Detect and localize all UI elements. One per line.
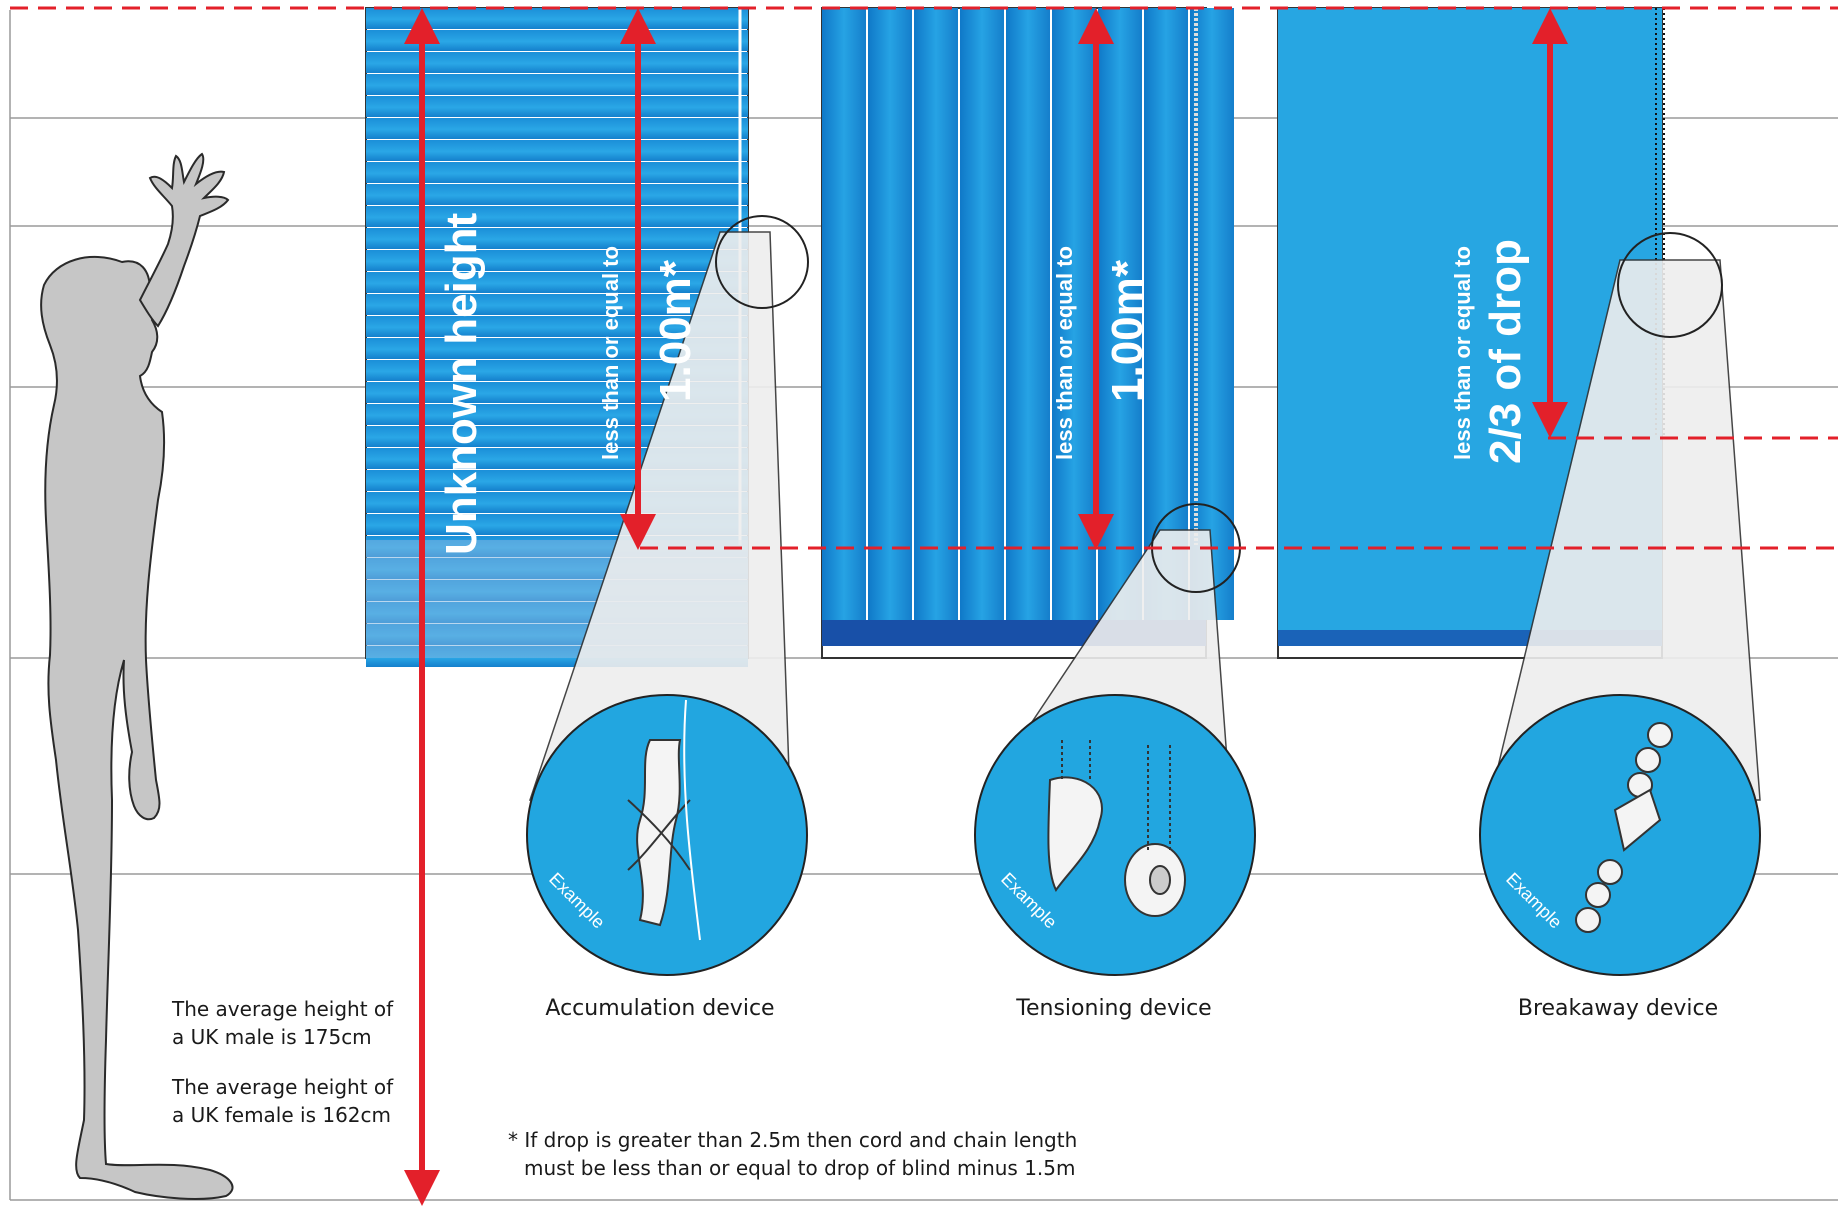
male-note-line2: a UK male is 175cm bbox=[172, 1025, 372, 1049]
roller-blind bbox=[1277, 7, 1665, 659]
vane bbox=[1006, 8, 1050, 620]
caption-accumulation: Accumulation device bbox=[545, 996, 775, 1021]
accumulation-device bbox=[627, 699, 701, 941]
blind2-big-label: 1.00m* bbox=[1103, 259, 1152, 402]
female-note-line2: a UK female is 162cm bbox=[172, 1103, 392, 1127]
blind1-big-label: 1.00m* bbox=[651, 259, 700, 402]
blind3-big-label: 2/3 of drop bbox=[1481, 239, 1530, 464]
vertical-blind bbox=[821, 7, 1234, 659]
male-note-line1: The average height of bbox=[172, 997, 394, 1021]
caption-breakaway: Breakaway device bbox=[1517, 996, 1719, 1021]
vane bbox=[1144, 8, 1188, 620]
measurement-arrows bbox=[404, 8, 1568, 1206]
blind2-small-label: less than or equal to bbox=[1052, 246, 1077, 460]
vane bbox=[914, 8, 958, 620]
height-notes: The average height of a UK male is 175cm… bbox=[172, 995, 393, 1129]
blind3-small-label: less than or equal to bbox=[1450, 246, 1475, 460]
footnote: * If drop is greater than 2.5m then cord… bbox=[508, 1126, 1077, 1182]
vane bbox=[960, 8, 1004, 620]
footnote-line2: must be less than or equal to drop of bl… bbox=[524, 1156, 1076, 1180]
unknown-height-label: Unknown height bbox=[437, 212, 486, 555]
caption-tensioning: Tensioning device bbox=[1016, 996, 1212, 1021]
person-silhouette bbox=[40, 255, 234, 1200]
blind1-small-label: less than or equal to bbox=[598, 246, 623, 460]
detail-circles bbox=[526, 694, 1761, 976]
tensioning-device bbox=[1047, 740, 1186, 917]
vane bbox=[822, 8, 866, 620]
female-note-line1: The average height of bbox=[172, 1075, 394, 1099]
slat bbox=[366, 8, 748, 29]
raised-arm bbox=[138, 152, 230, 328]
breakaway-device bbox=[1575, 722, 1673, 933]
footnote-line1: * If drop is greater than 2.5m then cord… bbox=[508, 1128, 1078, 1152]
vane bbox=[868, 8, 912, 620]
